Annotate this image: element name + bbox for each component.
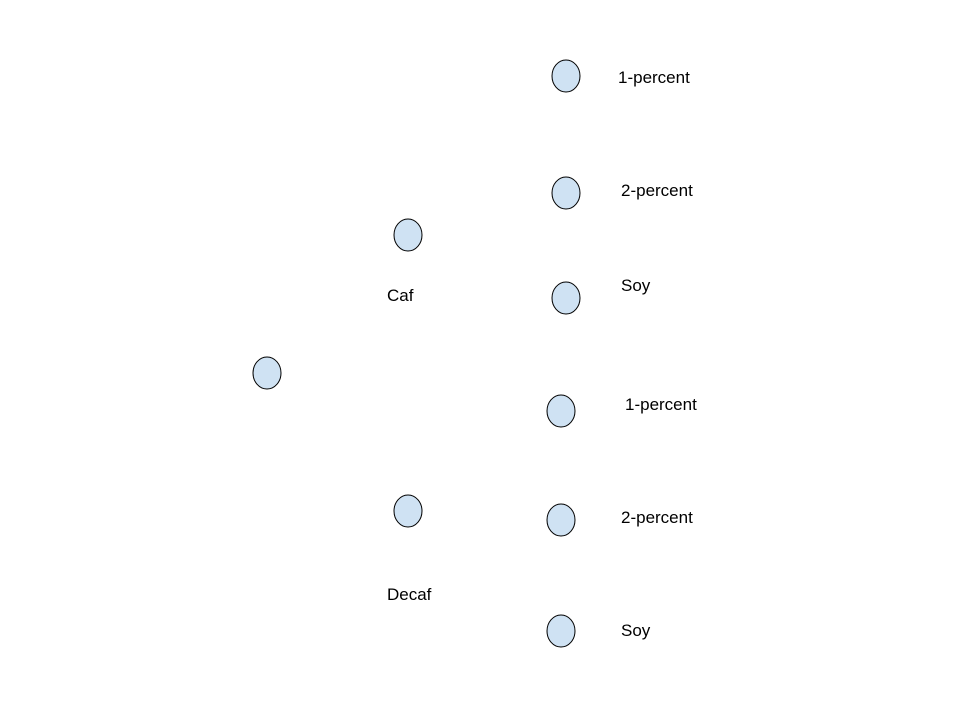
root-node <box>252 356 282 390</box>
decaf-label: Decaf <box>387 585 432 604</box>
decaf-soy-label: Soy <box>621 621 651 640</box>
caf-1-percent-node <box>551 59 581 93</box>
decaf-soy-node <box>546 614 576 648</box>
caf-1-percent-label: 1-percent <box>618 68 690 87</box>
caf-2-percent-label: 2-percent <box>621 181 693 200</box>
decaf-node <box>393 494 423 528</box>
caf-soy-node <box>551 281 581 315</box>
caf-node <box>393 218 423 252</box>
caf-label: Caf <box>387 286 414 305</box>
decaf-1-percent-label: 1-percent <box>625 395 697 414</box>
decaf-2-percent-node <box>546 503 576 537</box>
caf-2-percent-node <box>551 176 581 210</box>
caf-soy-label: Soy <box>621 276 651 295</box>
decaf-2-percent-label: 2-percent <box>621 508 693 527</box>
decaf-1-percent-node <box>546 394 576 428</box>
